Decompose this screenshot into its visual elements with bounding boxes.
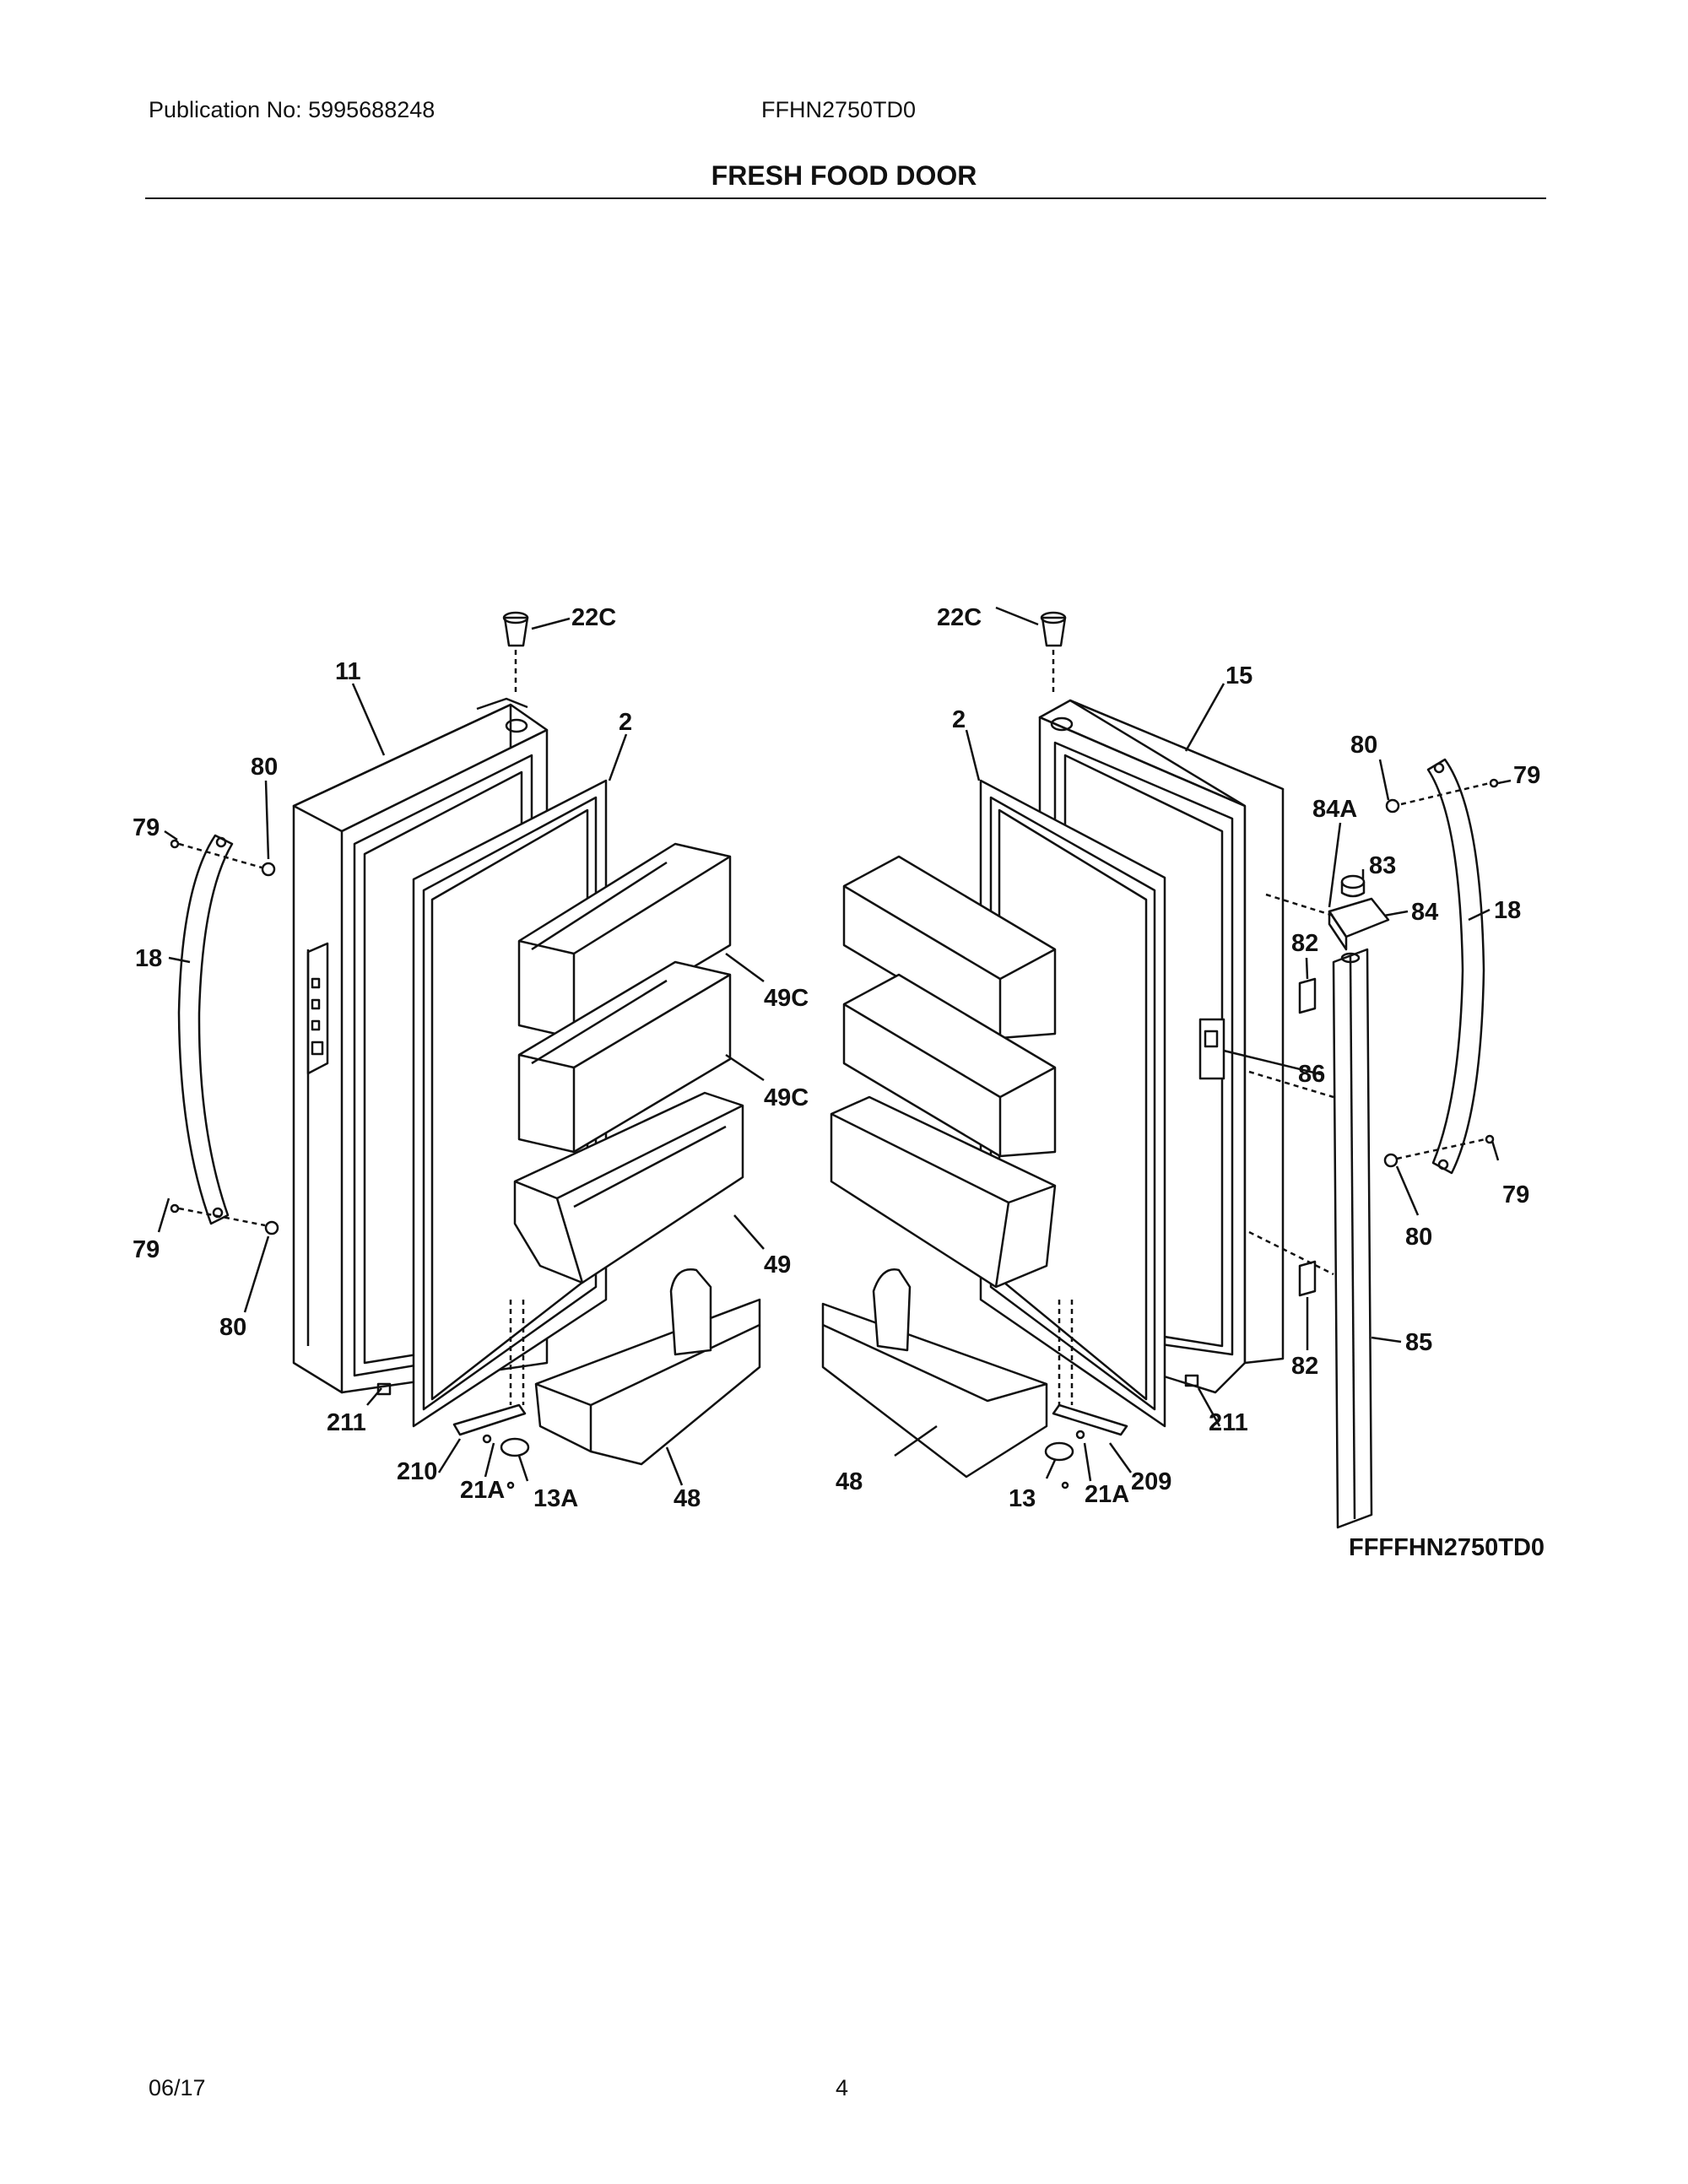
callout-48-right: 48: [836, 1468, 863, 1495]
callout-79-left-upper: 79: [133, 814, 160, 841]
section-title: FRESH FOOD DOOR: [711, 160, 977, 191]
callout-22c-left: 22C: [571, 604, 616, 631]
callout-80-right-lower: 80: [1405, 1224, 1432, 1251]
model-number: FFHN2750TD0: [761, 97, 917, 122]
callout-21a-right: 21A: [1085, 1481, 1129, 1508]
right-door-dispenser-switch: [1198, 1018, 1225, 1080]
right-hinge-cover: [1050, 716, 1074, 732]
left-screws: [170, 839, 279, 1235]
callout-49c-left-upper: 49C: [764, 985, 809, 1012]
callout-82-right-lower: 82: [1291, 1353, 1318, 1380]
callout-211-right: 211: [1209, 1409, 1248, 1436]
callout-18-right: 18: [1494, 897, 1521, 924]
callout-80-left-upper: 80: [251, 754, 278, 781]
callout-21a-left: 21A: [460, 1477, 505, 1504]
callout-49c-left-middle: 49C: [764, 1084, 809, 1111]
callout-79-left-lower: 79: [133, 1236, 160, 1263]
right-door-handle: [1426, 758, 1485, 1175]
left-door-bin-49c-middle: [517, 960, 732, 1154]
left-door-handle: [177, 834, 234, 1225]
callout-85: 85: [1405, 1329, 1432, 1356]
left-top-hinge-pin: [502, 611, 529, 692]
mullion-guides-82: [1298, 977, 1317, 1297]
right-door-bin-49c-middle: [842, 973, 1057, 1158]
left-hinge-cover: [476, 697, 528, 733]
right-lower-hinge-assembly: [1044, 1300, 1199, 1489]
callout-83: 83: [1369, 852, 1396, 879]
right-door-bin-48-bottom: [821, 1268, 1048, 1479]
left-door-bin-49-lower: [513, 1091, 744, 1284]
exploded-parts-diagram: 22C 11 2 80 79 18 49C 49C 49 79 80 211 2…: [133, 604, 1540, 1529]
callout-22c-right: 22C: [937, 604, 982, 631]
callout-leaders: [157, 606, 1512, 1486]
flipper-mullion: [1332, 948, 1373, 1529]
left-lower-hinge-assembly: [376, 1300, 530, 1489]
right-top-hinge-pin: [1040, 611, 1067, 692]
callout-48-left: 48: [674, 1485, 701, 1512]
diagram-reference-id: FFFFHN2750TD0: [1349, 1534, 1545, 1561]
callout-13a: 13A: [533, 1485, 578, 1512]
page-number: 4: [836, 2075, 849, 2100]
left-door-bin-48-bottom: [534, 1268, 761, 1466]
publication-number: Publication No: 5995688248: [149, 97, 436, 122]
callout-210: 210: [397, 1458, 437, 1485]
callout-211-left: 211: [327, 1409, 366, 1436]
mullion-hinge-84: [1328, 874, 1390, 951]
right-screws: [1248, 778, 1499, 1276]
callout-80-right-upper: 80: [1350, 732, 1377, 759]
callout-49-left: 49: [764, 1251, 791, 1279]
callout-11: 11: [335, 658, 361, 685]
footer-date: 06/17: [149, 2075, 206, 2100]
callout-209: 209: [1131, 1468, 1171, 1495]
right-door-bin-49-lower: [830, 1095, 1057, 1289]
callout-labels: 22C 11 2 80 79 18 49C 49C 49 79 80 211 2…: [133, 604, 1540, 1512]
callout-18-left: 18: [135, 945, 162, 972]
callout-84: 84: [1411, 899, 1438, 926]
callout-84a: 84A: [1312, 796, 1357, 823]
right-door-bin-49c-upper: [842, 855, 1057, 1040]
callout-79-right-upper: 79: [1513, 762, 1540, 789]
callout-2-right: 2: [952, 706, 966, 733]
callout-86: 86: [1298, 1061, 1325, 1088]
callout-13: 13: [1009, 1485, 1036, 1512]
callout-82-right-upper: 82: [1291, 930, 1318, 957]
callout-15: 15: [1225, 662, 1252, 689]
callout-80-left-lower: 80: [219, 1314, 246, 1341]
callout-79-right-lower: 79: [1502, 1181, 1529, 1208]
header-rule: [145, 197, 1546, 199]
left-door-bin-49c-upper: [517, 842, 732, 1040]
callout-2-left: 2: [619, 709, 632, 736]
left-door-control-panel: [306, 942, 329, 1075]
